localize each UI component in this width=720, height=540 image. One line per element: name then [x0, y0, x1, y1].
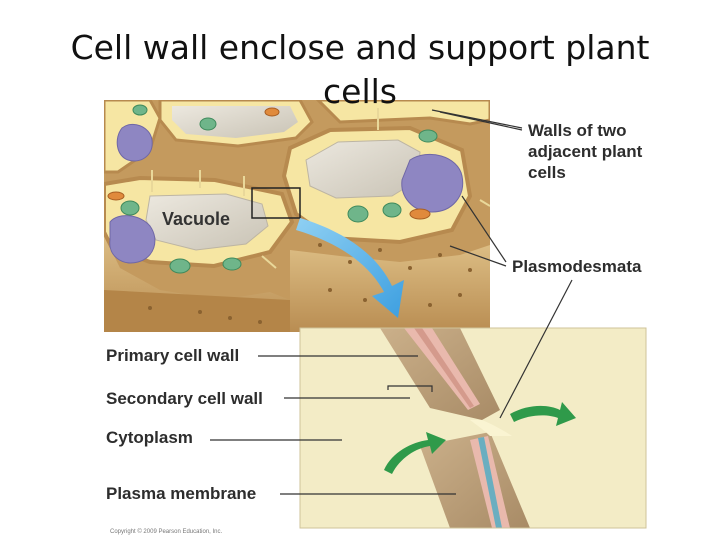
front-face-shadow	[104, 290, 290, 332]
label-plasmodesmata: Plasmodesmata	[512, 257, 642, 276]
slide-title: Cell wall enclose and support plant cell…	[70, 28, 650, 111]
magnified-inset	[300, 328, 646, 528]
label-primary-cell-wall: Primary cell wall	[106, 346, 240, 365]
label-vacuole: Vacuole	[162, 209, 231, 229]
upper-lamella-core	[414, 328, 474, 408]
wall-pits	[148, 243, 472, 324]
label-walls-of-two-adjacent-cells: Walls of two adjacent plant cells	[528, 121, 643, 182]
label-secondary-cell-wall: Secondary cell wall	[106, 389, 263, 408]
zoom-selection-box	[251, 187, 301, 219]
plasmodesmata-strands	[151, 108, 490, 269]
inset-frame	[299, 327, 647, 529]
nucleus-left	[109, 215, 156, 264]
cell-block	[104, 100, 490, 332]
cell-top-right	[315, 100, 490, 126]
zoom-arrow	[296, 218, 404, 318]
copyright-notice: Copyright © 2009 Pearson Education, Inc.	[110, 529, 223, 535]
mitochondria	[107, 107, 431, 220]
lower-lamella-core	[478, 437, 502, 528]
chloroplasts	[120, 104, 438, 274]
nucleus-right	[401, 153, 464, 213]
label-cytoplasm: Cytoplasm	[106, 428, 193, 447]
green-arrow-right	[510, 402, 576, 426]
nucleus-top	[116, 124, 153, 162]
green-arrow-left	[384, 432, 446, 474]
leader-lines	[210, 109, 573, 495]
label-plasma-membrane: Plasma membrane	[106, 484, 257, 503]
plasmodesma-channel	[470, 420, 512, 436]
